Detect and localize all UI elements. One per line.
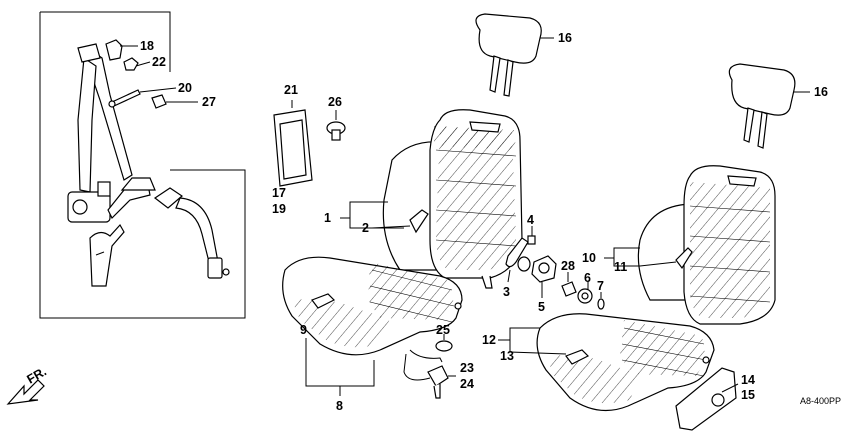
callout-26: 26 xyxy=(328,95,342,109)
callout-12: 12 xyxy=(482,333,496,347)
seat-back-right xyxy=(604,165,776,325)
callout-5: 5 xyxy=(538,300,545,314)
part-21-panel xyxy=(273,100,313,187)
callout-7: 7 xyxy=(597,279,604,293)
callout-24: 24 xyxy=(460,377,474,391)
callout-15: 15 xyxy=(741,388,755,402)
callout-22: 22 xyxy=(152,55,166,69)
callout-3: 3 xyxy=(503,285,510,299)
callout-27: 27 xyxy=(202,95,216,109)
seat-cushion-left xyxy=(282,256,463,396)
headrest-right xyxy=(728,63,810,149)
seat-harness xyxy=(403,334,456,399)
callout-1: 1 xyxy=(324,211,331,225)
callout-25: 25 xyxy=(436,323,450,337)
headrest-left xyxy=(475,13,554,97)
callout-2: 2 xyxy=(362,221,369,235)
recliner-mechanism xyxy=(505,226,605,310)
diagram-code: A8-400PP xyxy=(800,396,841,406)
callout-20: 20 xyxy=(178,81,192,95)
callout-14: 14 xyxy=(741,373,755,387)
callout-6: 6 xyxy=(584,271,591,285)
front-direction-arrow xyxy=(6,379,45,405)
callout-4: 4 xyxy=(527,213,534,227)
callout-16b: 16 xyxy=(814,85,828,99)
callout-10: 10 xyxy=(582,251,596,265)
callout-16a: 16 xyxy=(558,31,572,45)
side-cover-14-15 xyxy=(675,367,739,431)
callout-11: 11 xyxy=(614,260,627,274)
callout-17: 17 xyxy=(272,186,286,200)
callout-19: 19 xyxy=(272,202,286,216)
callout-13: 13 xyxy=(500,349,514,363)
callout-21: 21 xyxy=(284,83,298,97)
callout-28: 28 xyxy=(561,259,575,273)
part-26-clip xyxy=(326,110,346,141)
callout-23: 23 xyxy=(460,361,474,375)
callout-9: 9 xyxy=(300,323,307,337)
callout-8: 8 xyxy=(336,399,343,413)
front-direction-label: FR. xyxy=(25,364,49,386)
callout-18: 18 xyxy=(140,39,154,53)
seat-belt-assembly xyxy=(39,11,246,319)
seat-cushion-right xyxy=(498,313,715,412)
seat-back-left xyxy=(340,109,523,289)
callout-labels: 16 16 18 22 20 27 21 26 17 19 1 2 4 3 5 … xyxy=(140,31,828,413)
